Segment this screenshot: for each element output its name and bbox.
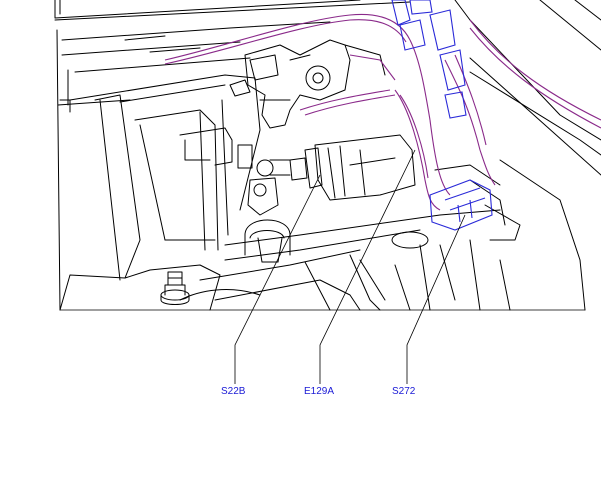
connectors [391, 0, 493, 231]
pipe-saddle [199, 204, 521, 281]
bolt [160, 271, 190, 305]
leader-s272 [406, 214, 466, 384]
housing-block [59, 74, 261, 311]
connector-s272 [429, 179, 493, 231]
callout-e129a: E129A [304, 386, 335, 397]
leader-e129a [319, 149, 416, 384]
lower-structure [124, 164, 511, 311]
mounting-bracket [244, 39, 386, 129]
actuator-solenoid [237, 134, 416, 216]
wiring-harness [164, 13, 601, 211]
leader-lines [234, 149, 466, 384]
callout-s22b: S22B [221, 386, 246, 397]
leader-s22b [234, 174, 321, 384]
callout-s272: S272 [392, 386, 416, 397]
body-panels [54, 0, 601, 311]
